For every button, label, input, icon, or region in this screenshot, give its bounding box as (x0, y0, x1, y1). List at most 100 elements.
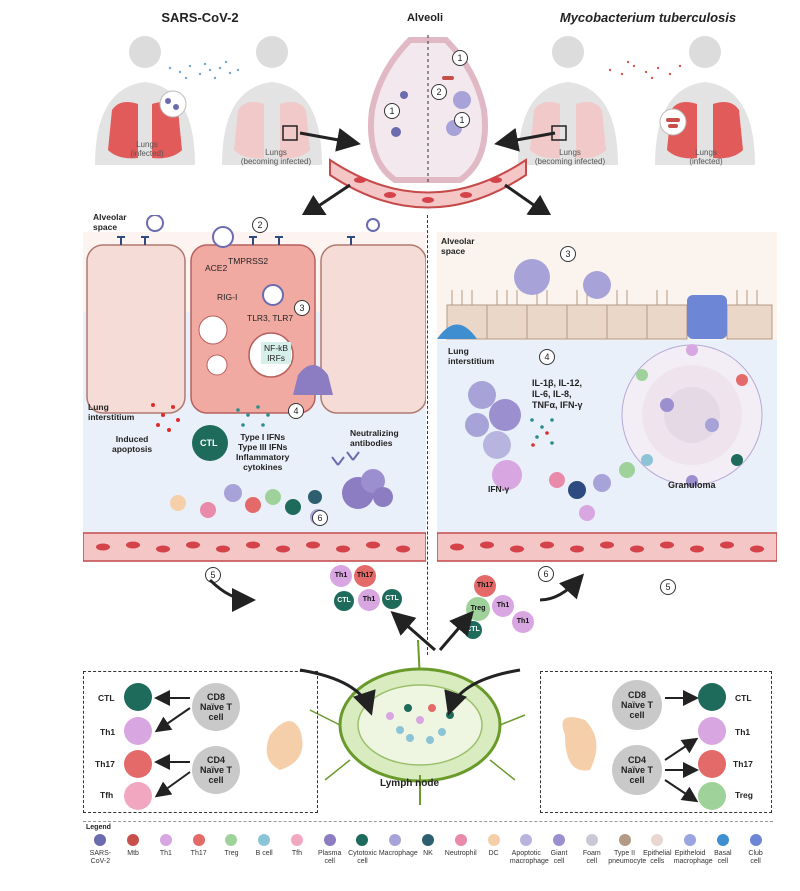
right-ctl-cell (698, 683, 726, 711)
legend-item: Treg (215, 834, 248, 858)
legend-swatch-icon (258, 834, 271, 846)
box-to-node-arrows (208, 573, 585, 716)
legend-item: Cytotoxic cell (346, 834, 379, 866)
person-left-becoming (222, 36, 322, 165)
legend-item: Giant cell (543, 834, 576, 866)
cluster-left-cell-5: CTL (382, 589, 402, 609)
person-right-becoming (518, 36, 618, 165)
legend-item: Type II pneumocyte (608, 834, 647, 866)
alveolus-vessel (329, 158, 527, 209)
right-alveolar-space-label: Alveolar space (441, 236, 475, 256)
step-5-right: 5 (660, 579, 676, 595)
legend-label: NK (423, 850, 433, 857)
legend-swatch-icon (618, 834, 631, 846)
legend-label: Th17 (190, 850, 207, 857)
legend-swatch-icon (290, 834, 303, 846)
legend-label: Apoptotic macrophage (509, 850, 549, 865)
left-th1-cell (124, 717, 152, 745)
label-lungs-becoming-right: Lungs (becoming infected) (534, 148, 606, 166)
tb-cytokines-label: IL-1β, IL-12, IL-6, IL-8, TNFα, IFN-γ (532, 378, 583, 410)
legend-label: Plasma cell (318, 850, 342, 865)
legend-swatch-icon (585, 834, 598, 846)
legend-label: DC (488, 850, 499, 857)
granuloma-label: Granuloma (668, 480, 716, 490)
legend-label: Cytotoxic cell (348, 850, 377, 865)
left-ctl-cell (124, 683, 152, 711)
right-cd4-naive-cell: CD4 Naïve T cell (612, 745, 662, 795)
legend-swatch-icon (323, 834, 336, 846)
legend-label: Treg (224, 850, 239, 857)
induced-apoptosis-label: Induced apoptosis (112, 434, 153, 454)
legend-label: Macrophage (378, 850, 418, 857)
tmprss2-label: TMPRSS2 (228, 256, 269, 266)
title-mycobacterium: Mycobacterium tuberculosis (559, 10, 737, 25)
legend-swatch-icon (389, 834, 402, 846)
legend-swatch-icon (94, 834, 107, 846)
right-treg-cell (698, 782, 726, 810)
tlr-label: TLR3, TLR7 (247, 313, 294, 323)
right-output-label-th1: Th1 (735, 727, 751, 737)
legend-item: Club cell (739, 834, 772, 866)
left-tfh-cell (124, 782, 152, 810)
legend-item: SARS-CoV-2 (84, 834, 117, 866)
title-alveoli: Alveoli (406, 12, 444, 24)
right-activation-box (540, 671, 772, 813)
right-output-label-th17: Th17 (733, 759, 753, 769)
person-left-infected (95, 36, 195, 165)
left-alveolar-space-label: Alveolar space (93, 212, 127, 232)
step-4-left: 4 (288, 403, 304, 419)
legend-swatch-icon (421, 834, 434, 846)
rig1-label: RIG-I (217, 292, 238, 302)
legend-swatch-icon (225, 834, 238, 846)
cluster-left-cell-1: Th1 (330, 565, 352, 587)
legend-item: Plasma cell (313, 834, 346, 866)
title-sars-cov-2: SARS-CoV-2 (161, 10, 239, 25)
label-lungs-infected-left: Lungs (infected) (130, 140, 164, 158)
step-2-top: 2 (431, 84, 447, 100)
left-box-arrows (154, 690, 303, 798)
legend-item: Mtb (117, 834, 150, 858)
legend-item: Basal cell (706, 834, 739, 866)
legend-swatch-icon (159, 834, 172, 846)
cluster-left-cell-2: Th17 (354, 565, 376, 587)
label-lungs-infected-right: Lungs (infected) (689, 148, 723, 166)
legend-item: Th1 (150, 834, 183, 858)
left-activation-box (83, 671, 318, 813)
legend-item: NK (412, 834, 445, 858)
legend-item: Epitheloid macrophage (674, 834, 713, 866)
legend-item: B cell (248, 834, 281, 858)
legend-swatch-icon (192, 834, 205, 846)
sars-panel-art (83, 215, 426, 562)
step-6-left: 6 (312, 510, 328, 526)
legend-label: Mtb (127, 850, 139, 857)
cluster-right-cell-5: Th1 (512, 611, 534, 633)
center-divider (427, 215, 428, 655)
legend-label: Th1 (159, 850, 172, 857)
cluster-left-cell-3: Th1 (358, 589, 380, 611)
legend-swatch-icon (684, 834, 697, 846)
tb-panel-art (437, 232, 777, 562)
legend-item: Tfh (281, 834, 314, 858)
legend-item: Neutrophil (444, 834, 477, 858)
right-box-arrows (562, 690, 699, 803)
step-4-right: 4 (539, 349, 555, 365)
nfkb-label: NF-kB IRFs (261, 342, 292, 364)
top-illustration (95, 35, 755, 215)
step-1-right: 1 (454, 112, 470, 128)
legend-swatch-icon (520, 834, 533, 846)
legend-item: Apoptotic macrophage (509, 834, 549, 866)
legend-swatch-icon (487, 834, 500, 846)
left-lung-interstitium-label: Lung interstitium (88, 402, 135, 422)
right-effector-cluster: Th17 Treg Th1 CTL Th1 (460, 575, 552, 645)
legend-item: Th17 (182, 834, 215, 858)
legend-swatch-icon (454, 834, 467, 846)
legend-label: Foam cell (582, 850, 601, 865)
right-th17-cell (698, 750, 726, 778)
right-cd8-naive-cell: CD8 Naïve T cell (612, 680, 662, 730)
legend-label: SARS-CoV-2 (89, 850, 112, 865)
left-cd8-naive-cell: CD8 Naïve T cell (192, 683, 240, 731)
person-right-infected (655, 36, 755, 165)
legend-label: Type II pneumocyte (608, 850, 647, 865)
lymph-node-label: Lymph node (380, 778, 440, 789)
cluster-right-cell-1: Th17 (474, 575, 496, 597)
